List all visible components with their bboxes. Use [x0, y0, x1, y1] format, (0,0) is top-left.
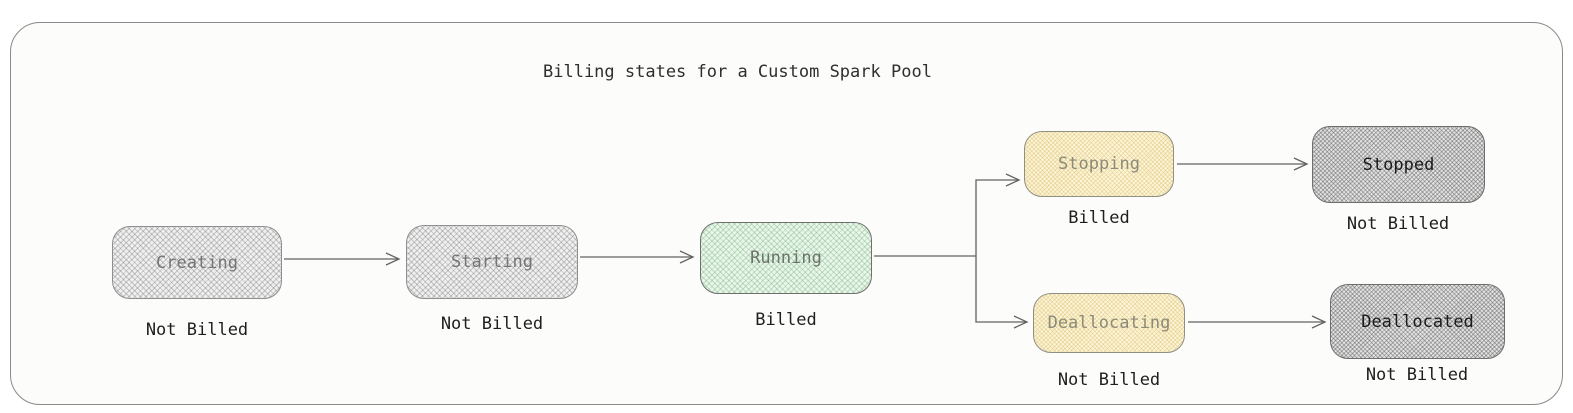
state-node-stopped: Stopped — [1312, 126, 1485, 203]
billing-label-creating: Not Billed — [145, 320, 249, 340]
billing-label-running: Billed — [755, 310, 817, 330]
state-node-deallocated: Deallocated — [1330, 284, 1505, 359]
diagram-frame — [10, 22, 1563, 405]
billing-label-starting: Not Billed — [440, 314, 544, 334]
state-node-running: Running — [700, 222, 872, 294]
billing-label-stopped: Not Billed — [1346, 214, 1450, 234]
state-node-creating: Creating — [112, 226, 282, 299]
diagram-title: Billing states for a Custom Spark Pool — [543, 62, 932, 82]
billing-label-stopping: Billed — [1068, 208, 1130, 228]
state-node-deallocating: Deallocating — [1033, 293, 1185, 353]
state-node-stopping: Stopping — [1024, 131, 1174, 197]
billing-label-deallocating: Not Billed — [1057, 370, 1161, 390]
billing-label-deallocated: Not Billed — [1365, 365, 1469, 385]
state-node-starting: Starting — [406, 225, 578, 299]
